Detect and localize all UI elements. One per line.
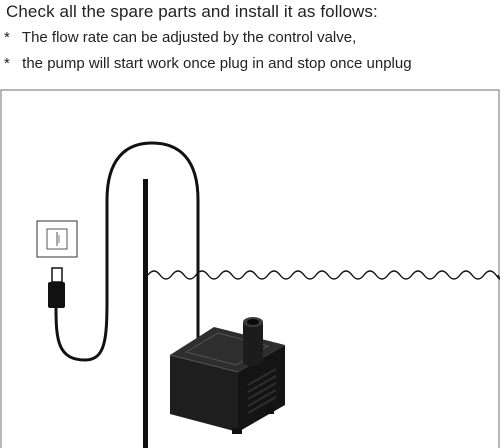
submersible-pump-icon <box>169 317 285 434</box>
bullet-star: * <box>4 29 10 46</box>
usb-plug-icon <box>48 267 65 308</box>
bullet-star: * <box>4 55 10 72</box>
instructions-heading: Check all the spare parts and install it… <box>6 2 378 21</box>
instruction-note-1-text: The flow rate can be adjusted by the con… <box>21 29 357 46</box>
power-cable-icon <box>54 141 200 362</box>
water-surface-icon <box>147 270 500 280</box>
tank-frame <box>0 89 500 448</box>
wall-socket-icon <box>36 220 78 258</box>
instruction-note-1: * The flow rate can be adjusted by the c… <box>4 29 356 46</box>
instruction-note-2: * the pump will start work once plug in … <box>4 55 412 72</box>
instruction-note-2-text: the pump will start work once plug in an… <box>22 55 412 72</box>
outlet-pipe <box>143 179 148 448</box>
